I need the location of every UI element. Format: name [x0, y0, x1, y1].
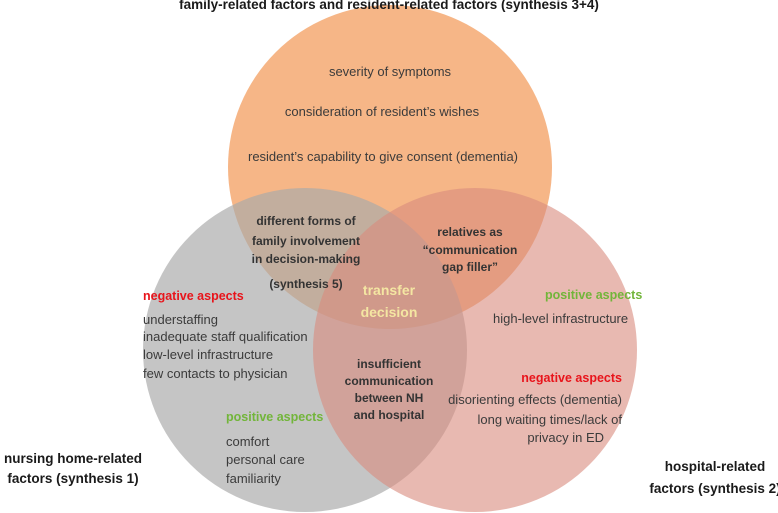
center-transfer-decision-line1: transfer: [363, 282, 416, 298]
right-circle-hospital: [313, 188, 637, 512]
overlap-relatives-line3: gap filler”: [442, 260, 498, 274]
left-positive-item: comfort: [226, 434, 270, 449]
overlap-family-involvement-line1: different forms of: [256, 214, 356, 228]
top-item-resident-wishes: consideration of resident’s wishes: [285, 104, 480, 119]
right-positive-item: high-level infrastructure: [493, 311, 628, 326]
overlap-communication-line1: insufficient: [357, 357, 421, 371]
right-circle-title-line1: hospital-related: [665, 459, 766, 474]
left-circle-title-line1: nursing home-related: [4, 451, 142, 466]
right-negative-item: disorienting effects (dementia): [448, 392, 622, 407]
overlap-relatives-line2: “communication: [423, 243, 518, 257]
top-item-capability-consent: resident’s capability to give consent (d…: [248, 149, 518, 164]
overlap-relatives-line1: relatives as: [437, 225, 503, 239]
left-positive-item: personal care: [226, 452, 305, 467]
top-item-severity: severity of symptoms: [329, 64, 452, 79]
overlap-family-involvement-synthesis: (synthesis 5): [269, 277, 342, 291]
overlap-communication-line2: communication: [345, 374, 434, 388]
overlap-communication-line3: between NH: [355, 391, 424, 405]
right-negative-item: privacy in ED: [527, 430, 604, 445]
right-circle-title-line2: factors (synthesis 2): [649, 481, 778, 496]
overlap-family-involvement-line3: in decision-making: [252, 252, 361, 266]
overlap-communication-line4: and hospital: [354, 408, 425, 422]
left-positive-label: positive aspects: [226, 410, 323, 424]
right-negative-label: negative aspects: [521, 371, 622, 385]
overlap-family-involvement-line2: family involvement: [252, 234, 360, 248]
left-negative-label: negative aspects: [143, 289, 244, 303]
right-positive-label: positive aspects: [545, 288, 642, 302]
left-circle-title-line2: factors (synthesis 1): [7, 471, 138, 486]
left-negative-item: understaffing: [143, 312, 218, 327]
top-circle-title: family-related factors and resident-rela…: [179, 0, 599, 12]
left-negative-item: inadequate staff qualification: [143, 329, 308, 344]
center-transfer-decision-line2: decision: [361, 304, 418, 320]
left-negative-item: few contacts to physician: [143, 366, 288, 381]
left-negative-item: low-level infrastructure: [143, 347, 273, 362]
left-positive-item: familiarity: [226, 471, 281, 486]
right-negative-item: long waiting times/lack of: [477, 412, 622, 427]
